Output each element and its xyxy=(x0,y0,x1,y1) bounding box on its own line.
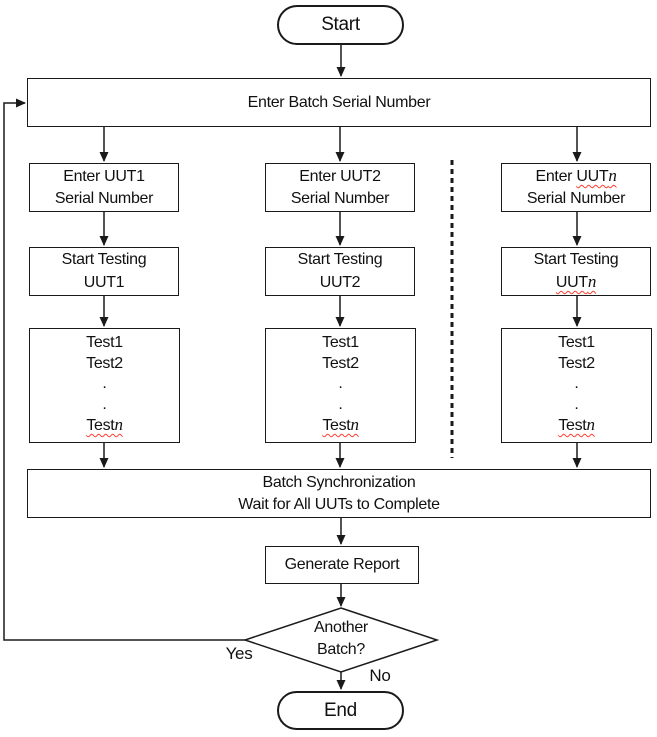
test-line: . xyxy=(102,395,107,413)
no-branch-label: No xyxy=(369,666,391,685)
test-line-last: Testn xyxy=(322,415,359,435)
enter-uut2-line2: Serial Number xyxy=(290,190,390,207)
test-line: . xyxy=(338,375,343,392)
yes-branch-label: Yes xyxy=(225,644,253,663)
test-line: Test1 xyxy=(86,334,123,351)
uutn-unit-text: UUTn xyxy=(576,166,617,185)
enter-uut1-serial-node: Enter UUT1 Serial Number xyxy=(29,163,179,212)
loop-yes-line xyxy=(3,98,245,641)
tests-uut1-node: Test1 Test2 . . Testn xyxy=(29,328,180,443)
end-label: End xyxy=(324,699,357,721)
enter-uutn-serial-node: Enter UUTn Serial Number xyxy=(501,163,651,212)
test-line: Test2 xyxy=(558,354,595,372)
test-line: . xyxy=(574,395,579,413)
start-testing-uut1-line2: UUT1 xyxy=(83,274,125,291)
enter-batch-serial-node: Enter Batch Serial Number xyxy=(27,78,651,127)
decision-diamond xyxy=(242,607,440,673)
enter-uutn-line1: Enter UUTn xyxy=(535,166,617,185)
batch-sync-line2: Wait for All UUTs to Complete xyxy=(238,495,440,513)
test-line-last: Testn xyxy=(558,415,595,435)
start-testing-uut2-node: Start Testing UUT2 xyxy=(265,247,415,296)
enter-batch-serial-label: Enter Batch Serial Number xyxy=(247,93,431,111)
batch-sync-line1: Batch Synchronization xyxy=(262,473,416,491)
enter-uut2-line1: Enter UUT2 xyxy=(299,168,381,185)
generate-report-label: Generate Report xyxy=(284,556,400,573)
enter-uut2-serial-node: Enter UUT2 Serial Number xyxy=(265,163,415,212)
test-line: Test1 xyxy=(558,334,595,351)
enter-uut1-line2: Serial Number xyxy=(54,190,154,207)
start-testing-uut1-line1: Start Testing xyxy=(61,251,147,268)
test-line: Test2 xyxy=(322,354,359,372)
start-testing-uutn-node: Start Testing UUTn xyxy=(501,247,651,296)
test-line: . xyxy=(574,375,579,392)
start-testing-uut2-line2: UUT2 xyxy=(319,274,361,291)
end-node: End xyxy=(277,691,404,730)
start-testing-uut1-node: Start Testing UUT1 xyxy=(29,247,179,296)
enter-uut1-line1: Enter UUT1 xyxy=(63,168,145,185)
test-line-last: Testn xyxy=(86,415,123,435)
uut2-unit-text: UUT2 xyxy=(340,168,381,185)
start-label: Start xyxy=(321,14,360,35)
test-line: . xyxy=(102,375,107,392)
tests-uut2-node: Test1 Test2 . . Testn xyxy=(265,328,416,443)
tests-uutn-node: Test1 Test2 . . Testn xyxy=(501,328,652,443)
test-line: Test1 xyxy=(322,334,359,351)
start-node: Start xyxy=(277,5,404,45)
start-testing-uutn-line1: Start Testing xyxy=(533,251,619,268)
generate-report-node: Generate Report xyxy=(265,546,419,584)
uut1-unit-text: UUT1 xyxy=(104,168,145,185)
enter-uutn-line2: Serial Number xyxy=(526,190,626,207)
test-line: . xyxy=(338,395,343,413)
test-line: Test2 xyxy=(86,354,123,372)
another-batch-decision-label: Another Batch? xyxy=(314,619,368,658)
start-testing-uut2-line1: Start Testing xyxy=(297,251,383,268)
batch-sync-node: Batch Synchronization Wait for All UUTs … xyxy=(27,469,651,518)
start-testing-uutn-line2: UUTn xyxy=(555,272,597,291)
